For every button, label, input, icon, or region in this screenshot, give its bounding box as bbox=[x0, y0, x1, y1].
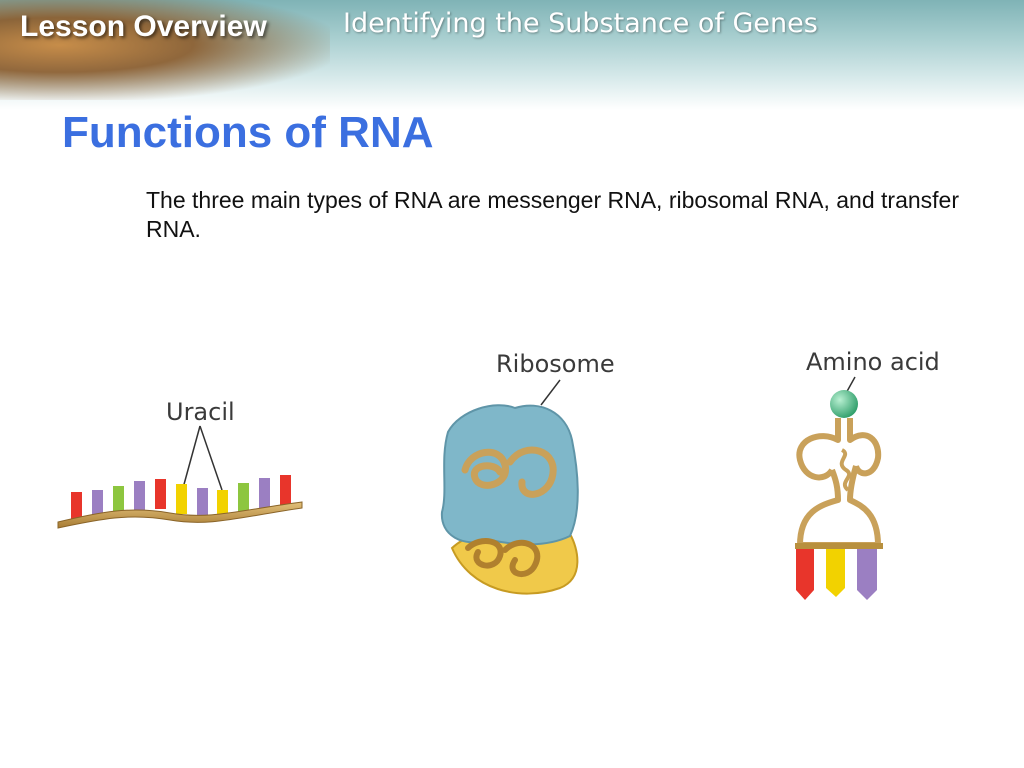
uracil-label: Uracil bbox=[166, 398, 235, 426]
rrna-coil bbox=[461, 446, 557, 498]
uracil-pointer-line bbox=[182, 425, 201, 489]
mrna-strand: Uracil bbox=[57, 398, 303, 529]
anticodon-base-yellow bbox=[826, 549, 845, 597]
ribosome-pointer-line bbox=[540, 379, 561, 406]
slide-body-text: The three main types of RNA are messenge… bbox=[146, 187, 960, 242]
header-photo bbox=[0, 0, 330, 100]
mrna-bases bbox=[71, 475, 291, 520]
lesson-title: Identifying the Substance of Genes bbox=[343, 8, 818, 39]
mrna-backbone bbox=[57, 501, 303, 529]
trna-anticodon-bar bbox=[795, 543, 883, 549]
rrna-coil bbox=[465, 538, 541, 577]
amino-acid-ball bbox=[830, 390, 858, 418]
uracil-pointer-line bbox=[199, 425, 223, 491]
slide-title: Functions of RNA bbox=[62, 108, 434, 157]
anticodon-base-purple bbox=[857, 549, 877, 600]
trna-coil bbox=[839, 448, 852, 492]
trna: Amino acid bbox=[795, 348, 940, 600]
anticodon-base-red bbox=[796, 549, 814, 600]
ribosome-label: Ribosome bbox=[496, 350, 615, 378]
ribosome: Ribosome bbox=[440, 350, 615, 595]
amino-acid-label: Amino acid bbox=[806, 348, 940, 376]
slide-header: Lesson Overview Identifying the Substanc… bbox=[0, 0, 1024, 110]
section-label: Lesson Overview bbox=[20, 10, 267, 43]
trna-backbone bbox=[796, 418, 882, 548]
ribosome-large-subunit bbox=[440, 404, 579, 546]
